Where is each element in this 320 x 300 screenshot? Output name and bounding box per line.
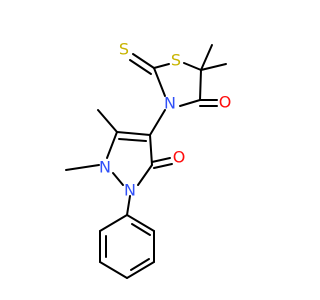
atom-s-thione: S bbox=[119, 40, 129, 59]
molecule-diagram: S S N O O N N bbox=[65, 40, 231, 279]
bond-c5pyr-o-b bbox=[153, 163, 173, 169]
bond-n3-c4pyr bbox=[149, 109, 166, 136]
atom-n-thiazolidine: N bbox=[164, 94, 176, 113]
bond-ph-inner-a bbox=[131, 223, 151, 236]
bond-n1-c5pyr bbox=[137, 164, 153, 186]
bond-ph-6-1 bbox=[99, 214, 128, 232]
bond-c5-methyl-b bbox=[200, 63, 227, 71]
bond-c2-s-thione-b bbox=[129, 59, 152, 75]
bond-ph-3-4 bbox=[126, 261, 155, 279]
bond-c5-c4 bbox=[199, 69, 202, 101]
bond-c2-s1 bbox=[153, 63, 170, 69]
bond-ph-1-2 bbox=[126, 214, 155, 232]
bond-c2-s-thione-a bbox=[132, 53, 155, 69]
bond-c4pyr-c3-a bbox=[116, 131, 151, 136]
bond-c3-n2 bbox=[106, 131, 118, 159]
atom-n1-pyrazole: N bbox=[99, 158, 111, 177]
bond-c5pyr-c4pyr bbox=[149, 134, 153, 166]
bond-c4pyr-c3-b bbox=[118, 138, 147, 142]
bond-n2-methyl bbox=[65, 164, 100, 171]
bond-c3-methyl bbox=[97, 109, 118, 133]
bond-n1-phenyl bbox=[126, 195, 131, 216]
structure-svg: S S N O O N N bbox=[65, 40, 231, 279]
bond-c4-n3 bbox=[179, 99, 201, 107]
atom-o-pyrazolone: O bbox=[173, 148, 186, 167]
bond-ph-4-5 bbox=[99, 261, 128, 279]
bonds bbox=[65, 44, 227, 279]
atom-n2-pyrazole: N bbox=[124, 181, 136, 200]
atom-o-thiazolidine: O bbox=[219, 93, 232, 112]
atom-s-ring: S bbox=[171, 51, 181, 70]
bond-c5-methyl-a bbox=[200, 44, 213, 71]
bond-ph-inner-b bbox=[130, 258, 150, 271]
bond-n2-n1 bbox=[112, 172, 124, 186]
bond-c5pyr-o-a bbox=[151, 157, 171, 163]
atom-labels: S S N O O N N bbox=[99, 40, 231, 200]
bond-s1-c5 bbox=[183, 62, 202, 71]
bond-n3-c2 bbox=[153, 67, 166, 97]
